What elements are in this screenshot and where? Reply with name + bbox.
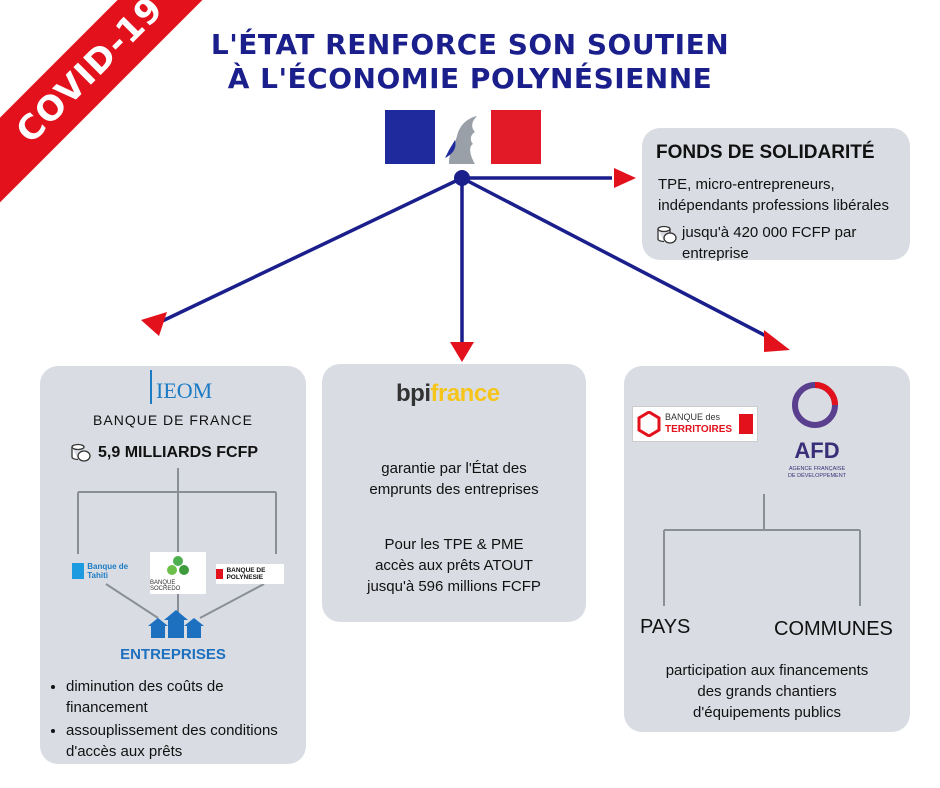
bpi-line: jusqu'à 596 millions FCFP: [367, 578, 541, 595]
afd-ring-icon: [792, 382, 838, 428]
ieom-logo-text: IEOM: [156, 378, 213, 403]
solidarity-amount-line-1: jusqu'à 420 000 FCFP par: [682, 224, 857, 241]
houses-icon: [148, 610, 204, 638]
solidarity-beneficiaries: TPE, micro-entrepreneurs, indépendants p…: [658, 174, 908, 216]
bdt-line-1: BANQUE des: [665, 412, 721, 422]
solidarity-line-1: TPE, micro-entrepreneurs,: [658, 176, 835, 193]
banque-de-polynesie-logo: BANQUE DE POLYNESIE: [216, 564, 284, 584]
right-tree-lines: [663, 494, 861, 606]
territoires-afd-box: BANQUE des TERRITOIRES AFD AGENCE FRANÇA…: [624, 366, 910, 732]
solidarity-title: FONDS DE SOLIDARITÉ: [656, 142, 875, 163]
page-title: L'ÉTAT RENFORCE SON SOUTIEN À L'ÉCONOMIE…: [170, 28, 770, 96]
bpifrance-logo: bpifrance: [396, 380, 500, 408]
bpi-loans-text: Pour les TPE & PME accès aux prêts ATOUT…: [322, 534, 586, 597]
right-line: des grands chantiers: [697, 683, 837, 700]
pays-label: PAYS: [640, 616, 691, 638]
solidarity-amount-line-2: entreprise: [682, 245, 749, 262]
bank-label: BANQUE SOCREDO: [150, 580, 181, 592]
solidarity-line-2: indépendants professions libérales: [658, 197, 889, 214]
bpi-logo-part: bpi: [396, 380, 431, 407]
france-logo-part: france: [430, 380, 501, 407]
bpi-line: emprunts des entreprises: [369, 481, 539, 498]
banque-des-territoires-logo: BANQUE des TERRITOIRES: [632, 406, 758, 442]
ieom-bullets: diminution des coûts de financement asso…: [48, 676, 304, 764]
right-description: participation aux financements des grand…: [624, 660, 910, 723]
ieom-amount: 5,9 MILLIARDS FCFP: [98, 444, 259, 461]
title-line-1: L'ÉTAT RENFORCE SON SOUTIEN: [210, 28, 730, 61]
marianne-icon: [445, 116, 477, 164]
solidarity-amount: jusqu'à 420 000 FCFP par entreprise: [682, 222, 902, 264]
republique-flag-logo: [385, 110, 541, 164]
bpi-line: accès aux prêts ATOUT: [375, 557, 533, 574]
ieom-tree-lines: [77, 468, 277, 619]
afd-subtitle: AGENCE FRANÇAISE DE DÉVELOPPEMENT: [774, 466, 860, 480]
afd-subtitle-line: DE DÉVELOPPEMENT: [787, 473, 847, 479]
communes-label: COMMUNES: [774, 618, 893, 640]
hexagon-icon: [637, 411, 661, 437]
afd-subtitle-line: AGENCE FRANÇAISE: [788, 466, 846, 472]
leaf-icon: [167, 556, 189, 575]
right-line: participation aux financements: [665, 662, 869, 679]
title-line-2: À L'ÉCONOMIE POLYNÉSIENNE: [227, 62, 713, 95]
coins-icon: [71, 443, 91, 462]
bpi-line: Pour les TPE & PME: [384, 536, 524, 553]
ieom-logo: IEOM: [150, 370, 220, 406]
coins-icon: [657, 225, 677, 244]
right-line: d'équipements publics: [693, 704, 841, 721]
ieom-subtitle: BANQUE DE FRANCE: [93, 412, 253, 428]
bank-label: Banque de Tahiti: [87, 562, 129, 580]
ieom-box: IEOM BANQUE DE FRANCE 5,9 MILLIARDS FCFP…: [40, 366, 306, 764]
bpi-guarantee-text: garantie par l'État des emprunts des ent…: [322, 458, 586, 500]
bank-label: BANQUE DE POLYNESIE: [226, 567, 266, 581]
banque-socredo-logo: BANQUE SOCREDO: [150, 552, 206, 594]
beneficiary-label: ENTREPRISES: [120, 646, 226, 663]
bdt-line-2: TERRITOIRES: [665, 424, 733, 435]
bpi-line: garantie par l'État des: [381, 460, 527, 477]
banque-de-tahiti-logo: Banque de Tahiti: [72, 558, 136, 584]
solidarity-box: FONDS DE SOLIDARITÉ TPE, micro-entrepren…: [642, 128, 910, 262]
list-item: assouplissement des conditions d'accès a…: [66, 720, 304, 762]
bpi-box: bpifrance garantie par l'État des emprun…: [322, 364, 586, 622]
afd-logo-text: AFD: [794, 438, 840, 463]
list-item: diminution des coûts de financement: [66, 676, 304, 718]
